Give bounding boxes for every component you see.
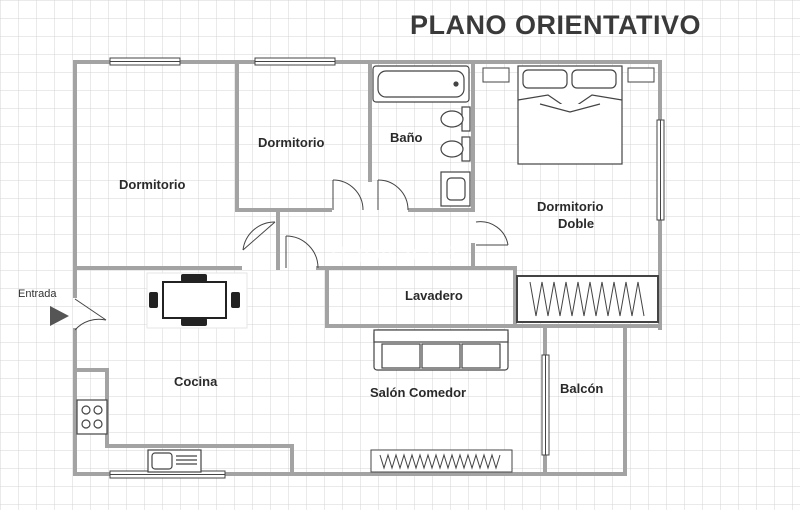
- room-label-doble: Doble: [558, 216, 594, 231]
- sofa-icon: [373, 329, 509, 371]
- bathtub-icon: [372, 65, 470, 103]
- room-label-bano: Baño: [390, 130, 423, 145]
- entrance-arrow-icon: [50, 306, 69, 326]
- toilet-icon: [440, 136, 471, 162]
- washbasin-icon: [440, 171, 471, 207]
- plan-title: PLANO ORIENTATIVO: [410, 10, 701, 40]
- room-label-cocina: Cocina: [174, 374, 218, 389]
- nightstand-icon: [482, 67, 510, 83]
- bidet-icon: [440, 106, 471, 132]
- room-label-dormitorio-center: Dormitorio: [258, 135, 325, 150]
- dining-table-icon: [146, 272, 248, 329]
- sideboard-icon: [370, 449, 513, 473]
- nightstand-icon: [627, 67, 655, 83]
- doors: [74, 179, 509, 331]
- double-bed-icon: [517, 65, 623, 165]
- stove-icon: [76, 399, 108, 435]
- wardrobe-icon: [516, 275, 659, 323]
- watermark-logo: habitaclia: [330, 236, 457, 269]
- room-label-lavadero: Lavadero: [405, 288, 463, 303]
- room-label-dormitorio-doble: Dormitorio: [537, 199, 604, 214]
- room-label-salon-comedor: Salón Comedor: [370, 385, 466, 400]
- room-label-balcon: Balcón: [560, 381, 603, 396]
- room-label-dormitorio-left: Dormitorio: [119, 177, 186, 192]
- entrance-label: Entrada: [18, 288, 57, 300]
- kitchen-sink-icon: [147, 449, 202, 473]
